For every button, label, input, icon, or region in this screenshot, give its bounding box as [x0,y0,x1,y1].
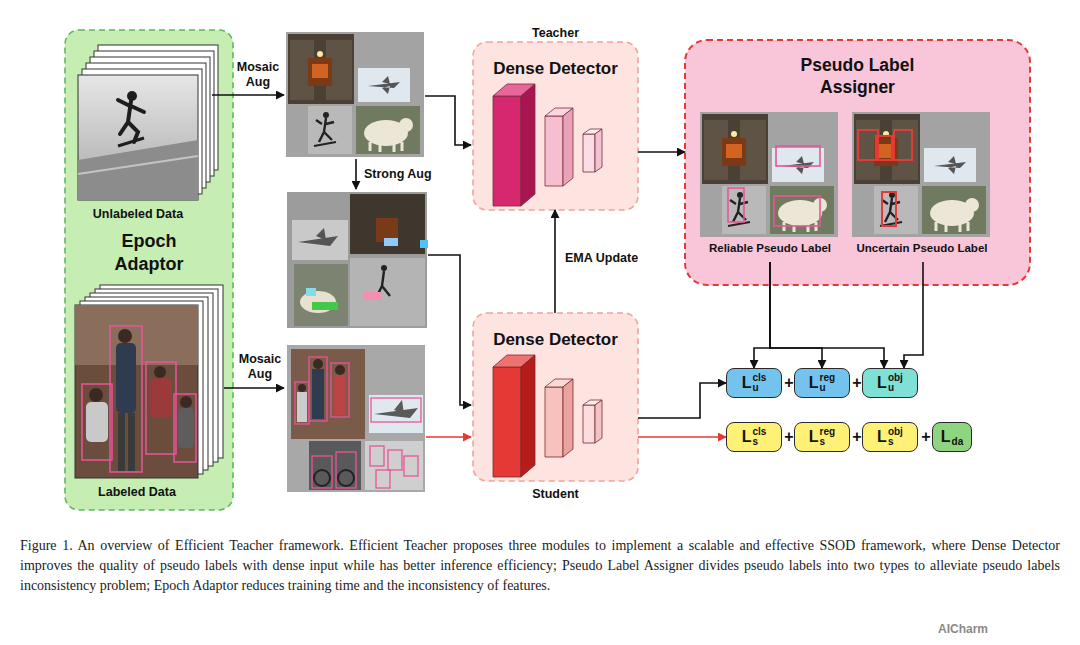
loss-symbol: L [941,428,951,446]
connector [754,262,770,368]
loss-box: Lobju [862,368,918,398]
loss-box: Lda [932,422,972,452]
assigner-panel: Pseudo Label AssignerReliable Pseudo Lab… [685,40,1030,285]
text-slot: AICharm [938,622,988,637]
detector-box: TeacherDense Detector [473,42,638,210]
script-column: clsu [752,373,766,393]
loss-subscript: s [820,437,836,447]
connector [638,383,726,418]
panel-title: Epoch Adaptor [94,230,204,276]
connector [770,262,884,368]
loss-subscript: da [952,437,964,447]
image-stack: Labeled Data [72,290,230,505]
loss-superscript: obj [888,373,903,383]
loss-superscript: reg [820,373,836,383]
figure-caption: Figure 1. An overview of Efficient Teach… [20,536,1060,596]
script-column: regs [820,427,836,447]
text-slot: Mosaic Aug [232,60,284,90]
loss-subscript: u [888,383,903,393]
text-slot: + [784,373,794,393]
step-label: Strong Aug [364,166,432,182]
loss-subscript: s [752,437,766,447]
text-slot: Unlabeled Data [74,206,202,222]
script-column: clss [752,427,766,447]
image-caption: Reliable Pseudo Label [697,241,843,255]
text-slot: + [784,427,794,447]
script-column: regu [820,373,836,393]
loss-superscript: cls [752,373,766,383]
loss-box: Lclsu [726,368,782,398]
loss-symbol: L [877,374,887,392]
plus-sign: + [921,427,931,447]
text-slot: + [852,427,862,447]
pseudo-label-image: Reliable Pseudo Label [697,110,843,262]
connector [638,436,726,438]
plus-sign: + [784,427,794,447]
text-slot: Student [473,486,638,502]
detector-box: Dense DetectorStudent [473,313,638,481]
watermark: AICharm [938,622,988,637]
step-label: Mosaic Aug [234,352,286,382]
connector [638,151,685,153]
loss-subscript: u [752,383,766,393]
loss-symbol: L [742,374,752,392]
loss-symbol: L [809,374,819,392]
image-stack: Unlabeled Data [74,36,224,222]
connector [554,210,556,313]
loss-superscript: reg [820,427,836,437]
text-slot: Labeled Data [72,484,202,500]
panel-title: Pseudo Label Assigner [785,54,930,98]
loss-subscript: u [820,383,836,393]
box-title: Dense Detector [473,58,638,79]
plus-sign: + [852,373,862,393]
script-column: obju [888,373,903,393]
loss-box: Lregs [794,422,850,452]
image-caption: Unlabeled Data [74,206,202,222]
plus-sign: + [852,427,862,447]
connector [904,262,923,368]
edge-label: EMA Update [563,250,640,266]
text-slot: EMA Update [563,250,640,266]
role-label: Student [473,486,638,502]
connector [770,262,822,368]
text-slot: Dense Detector [473,329,638,350]
step-label: Mosaic Aug [232,60,284,90]
script-column: da [952,427,964,447]
text-slot: Dense Detector [473,58,638,79]
text-slot: Teacher [473,25,638,41]
image-caption: Uncertain Pseudo Label [849,241,995,255]
text-slot: Figure 1. An overview of Efficient Teach… [20,536,1060,596]
script-column: objs [888,427,903,447]
text-slot: Reliable Pseudo Label [697,241,843,255]
text-slot: Strong Aug [364,166,432,182]
loss-box: Lregu [794,368,850,398]
plus-sign: + [784,373,794,393]
adaptor-panel: Epoch Adaptor Unlabeled DataLabeled Data [65,30,233,510]
box-title: Dense Detector [473,329,638,350]
role-label: Teacher [473,25,638,41]
pseudo-label-image: Uncertain Pseudo Label [849,110,995,262]
loss-box: Lobjs [862,422,918,452]
text-slot: Pseudo Label Assigner [785,54,930,98]
image-caption: Labeled Data [72,484,202,500]
text-slot: Mosaic Aug [234,352,286,382]
loss-superscript: obj [888,427,903,437]
text-slot: Uncertain Pseudo Label [849,241,995,255]
loss-symbol: L [742,428,752,446]
loss-symbol: L [877,428,887,446]
loss-symbol: L [809,428,819,446]
loss-subscript: s [888,437,903,447]
loss-box: Lclss [726,422,782,452]
loss-superscript: cls [752,427,766,437]
text-slot: Epoch Adaptor [94,230,204,276]
text-slot: + [852,373,862,393]
text-slot: + [921,427,931,447]
